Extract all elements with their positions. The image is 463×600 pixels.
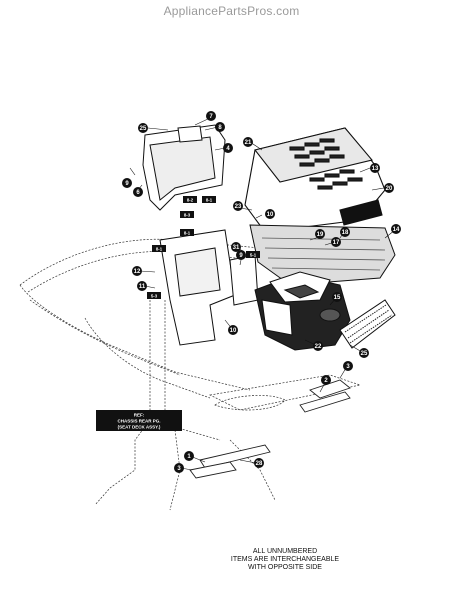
callout-21: 21 — [243, 137, 253, 147]
svg-text:4: 4 — [226, 146, 230, 152]
svg-text:8-3: 8-3 — [184, 213, 191, 218]
svg-text:23: 23 — [235, 204, 242, 210]
svg-text:6: 6 — [136, 190, 140, 196]
svg-text:21: 21 — [245, 140, 252, 146]
footnote-line-2: ITEMS ARE INTERCHANGEABLE — [230, 556, 340, 563]
reference-line-3: (SEAT DECK ASSY.) — [118, 425, 161, 430]
footnote: ALL UNNUMBERED ITEMS ARE INTERCHANGEABLE… — [200, 548, 370, 572]
callout-10-upper: 10 — [265, 209, 275, 219]
svg-text:8-2: 8-2 — [187, 198, 194, 203]
callout-19: 19 — [315, 229, 325, 239]
callout-20: 20 — [384, 183, 394, 193]
svg-text:11: 11 — [139, 284, 146, 290]
callout-9-left: 9 — [122, 178, 132, 188]
front-axle — [189, 379, 351, 479]
svg-text:28: 28 — [256, 461, 263, 467]
ref-tags: 8-2 8-1 8-3 8-1 5-1 8-1 5-3 — [147, 196, 260, 299]
svg-text:20: 20 — [386, 186, 393, 192]
svg-text:5-1: 5-1 — [250, 253, 257, 258]
svg-text:25: 25 — [140, 126, 147, 132]
engine — [254, 271, 351, 351]
svg-text:22: 22 — [315, 344, 322, 350]
callout-25-top: 25 — [138, 123, 148, 133]
callout-22: 22 — [313, 341, 323, 351]
callout-15: 15 — [332, 292, 342, 302]
svg-text:25: 25 — [361, 351, 368, 357]
callout-18: 18 — [340, 227, 350, 237]
ref-tag-8-1-top: 8-1 — [202, 196, 216, 203]
svg-text:8-1: 8-1 — [206, 198, 213, 203]
leader-lines — [129, 117, 396, 471]
svg-text:10: 10 — [267, 212, 274, 218]
ref-tag-8-1-left: 8-1 — [152, 245, 166, 252]
callout-25-right: 25 — [359, 348, 369, 358]
ref-tag-8-3: 8-3 — [180, 211, 194, 218]
footnote-line-1: ALL UNNUMBERED — [252, 548, 318, 555]
callout-4: 4 — [223, 143, 233, 153]
callout-9-right: 9 — [236, 250, 246, 260]
svg-text:8-1: 8-1 — [156, 247, 163, 252]
svg-text:18: 18 — [342, 230, 349, 236]
svg-text:8: 8 — [218, 125, 222, 131]
callout-3-left: 3 — [174, 463, 184, 473]
svg-text:9: 9 — [239, 253, 243, 259]
reference-line-1: REF: — [134, 413, 145, 418]
callout-28: 28 — [254, 458, 264, 468]
svg-text:8-1: 8-1 — [184, 231, 191, 236]
svg-text:14: 14 — [393, 227, 400, 233]
svg-text:10: 10 — [230, 328, 237, 334]
callout-8: 8 — [215, 122, 225, 132]
footnote-line-3: WITH OPPOSITE SIDE — [248, 564, 322, 571]
callout-2: 2 — [321, 375, 331, 385]
svg-text:2: 2 — [324, 378, 328, 384]
ref-tag-5-1: 5-1 — [246, 251, 260, 258]
svg-text:1: 1 — [187, 454, 191, 460]
site-header: AppliancePartsPros.com — [163, 4, 300, 18]
support-bracket — [159, 229, 259, 346]
svg-text:13: 13 — [372, 166, 379, 172]
svg-text:7: 7 — [209, 114, 213, 120]
callout-17: 17 — [331, 237, 341, 247]
reference-box: REF: CHASSIS REAR PG. (SEAT DECK ASSY.) — [96, 410, 182, 431]
muffler — [339, 299, 396, 349]
callout-14: 14 — [391, 224, 401, 234]
svg-text:5-3: 5-3 — [151, 294, 158, 299]
ref-tag-8-1-mid: 8-1 — [180, 229, 194, 236]
svg-text:31: 31 — [233, 245, 240, 251]
callout-13: 13 — [370, 163, 380, 173]
callout-31: 31 — [231, 242, 241, 252]
callout-7: 7 — [206, 111, 216, 121]
ref-tag-5-3: 5-3 — [147, 292, 161, 299]
ref-tag-8-2: 8-2 — [183, 196, 197, 203]
svg-text:19: 19 — [317, 232, 324, 238]
callout-23: 23 — [233, 201, 243, 211]
svg-text:15: 15 — [334, 295, 341, 301]
svg-text:17: 17 — [333, 240, 340, 246]
callout-1: 1 — [184, 451, 194, 461]
svg-text:12: 12 — [134, 269, 141, 275]
callout-3-right: 3 — [343, 361, 353, 371]
svg-text:3: 3 — [346, 364, 350, 370]
callout-6: 6 — [133, 187, 143, 197]
svg-text:9: 9 — [125, 181, 129, 187]
callout-12: 12 — [132, 266, 142, 276]
callouts: 25 7 8 4 9 6 21 13 20 23 10 14 19 17 18 … — [122, 111, 401, 473]
grille — [249, 224, 396, 286]
callout-10-lower: 10 — [228, 325, 238, 335]
reference-line-2: CHASSIS REAR PG. — [117, 419, 160, 424]
callout-11: 11 — [137, 281, 147, 291]
svg-text:3: 3 — [177, 466, 181, 472]
